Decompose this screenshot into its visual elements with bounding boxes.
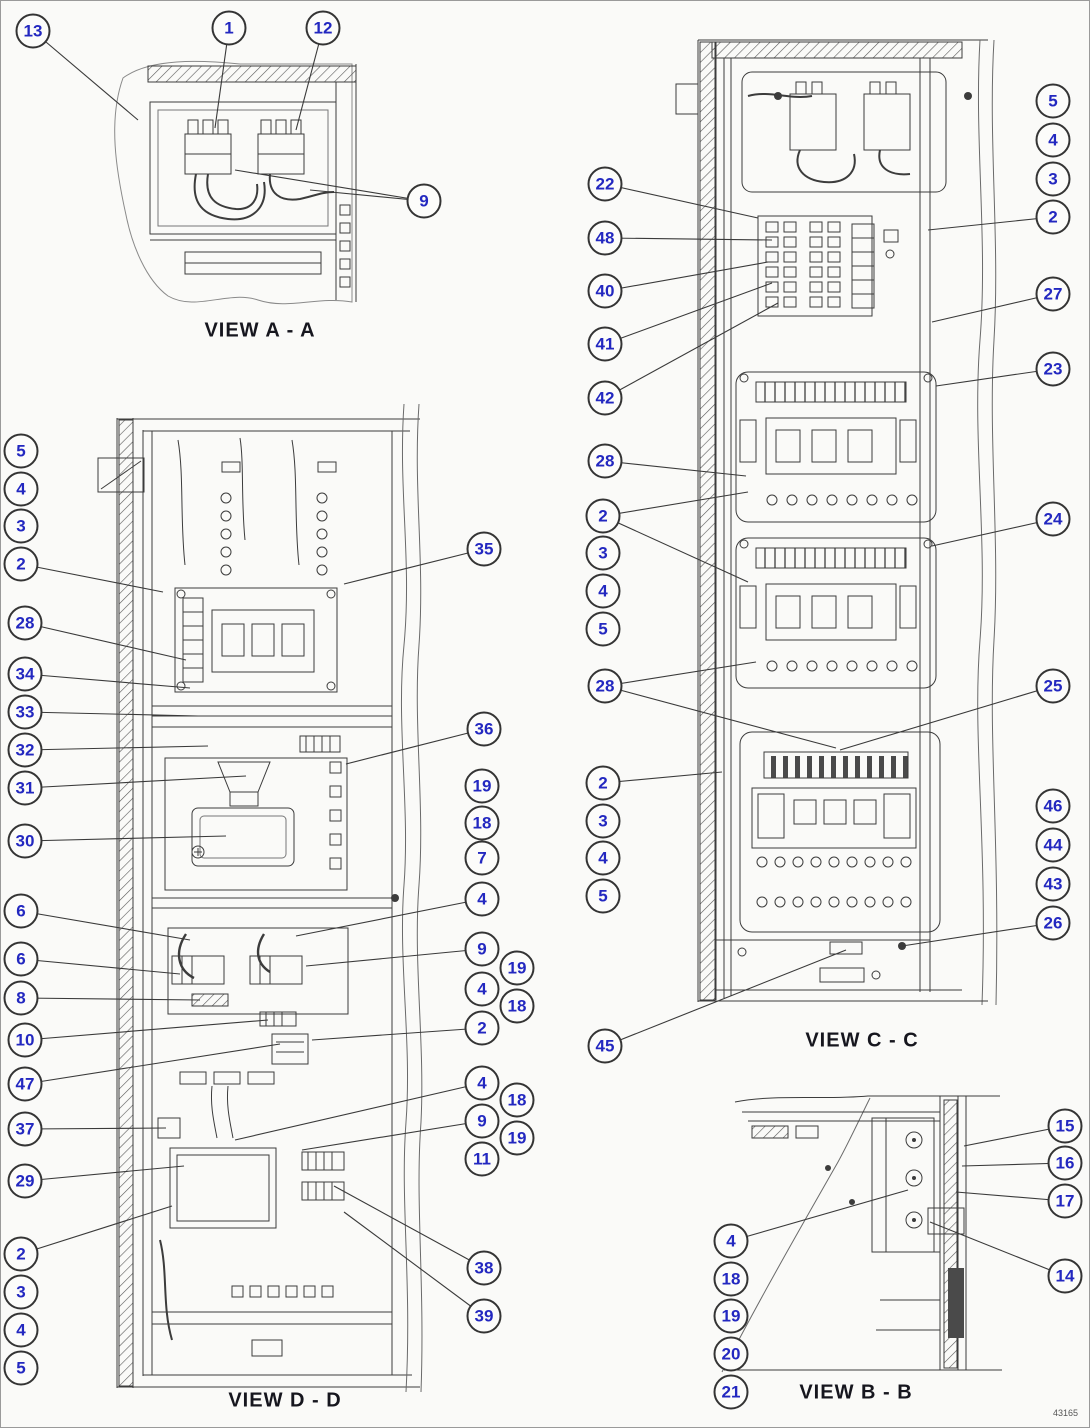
callout-4[interactable]: 4 [464, 971, 500, 1007]
callout-4[interactable]: 4 [713, 1223, 749, 1259]
callout-2[interactable]: 2 [585, 498, 621, 534]
callout-27[interactable]: 27 [1035, 276, 1071, 312]
drawing-number: 43165 [1052, 1408, 1078, 1418]
callout-37[interactable]: 37 [7, 1111, 43, 1147]
callout-19[interactable]: 19 [464, 768, 500, 804]
callout-30[interactable]: 30 [7, 823, 43, 859]
callout-19[interactable]: 19 [499, 1120, 535, 1156]
callout-28[interactable]: 28 [7, 605, 43, 641]
callout-45[interactable]: 45 [587, 1028, 623, 1064]
callout-18[interactable]: 18 [713, 1261, 749, 1297]
callout-28[interactable]: 28 [587, 668, 623, 704]
callout-4[interactable]: 4 [464, 1065, 500, 1101]
callout-5[interactable]: 5 [3, 1350, 39, 1386]
callout-4[interactable]: 4 [3, 471, 39, 507]
callout-13[interactable]: 13 [15, 13, 51, 49]
callout-2[interactable]: 2 [585, 765, 621, 801]
callout-3[interactable]: 3 [1035, 161, 1071, 197]
callout-6[interactable]: 6 [3, 893, 39, 929]
view-c-art [675, 39, 998, 1006]
callout-41[interactable]: 41 [587, 326, 623, 362]
view-b-art [721, 1095, 1002, 1373]
callout-25[interactable]: 25 [1035, 668, 1071, 704]
callout-17[interactable]: 17 [1047, 1183, 1083, 1219]
view-a-art [114, 60, 357, 305]
callout-4[interactable]: 4 [585, 840, 621, 876]
callout-18[interactable]: 18 [499, 988, 535, 1024]
callout-33[interactable]: 33 [7, 694, 43, 730]
callout-5[interactable]: 5 [585, 611, 621, 647]
view-d-art [97, 403, 423, 1393]
callout-18[interactable]: 18 [499, 1082, 535, 1118]
callout-5[interactable]: 5 [585, 878, 621, 914]
callout-40[interactable]: 40 [587, 273, 623, 309]
callout-2[interactable]: 2 [3, 1236, 39, 1272]
callout-9[interactable]: 9 [464, 931, 500, 967]
view-c-label: VIEW C - C [805, 1029, 919, 1052]
callout-44[interactable]: 44 [1035, 827, 1071, 863]
callout-3[interactable]: 3 [585, 535, 621, 571]
callout-9[interactable]: 9 [406, 183, 442, 219]
callout-8[interactable]: 8 [3, 980, 39, 1016]
callout-11[interactable]: 11 [464, 1141, 500, 1177]
callout-14[interactable]: 14 [1047, 1258, 1083, 1294]
callout-35[interactable]: 35 [466, 531, 502, 567]
callout-46[interactable]: 46 [1035, 788, 1071, 824]
callout-2[interactable]: 2 [3, 546, 39, 582]
callout-16[interactable]: 16 [1047, 1145, 1083, 1181]
callout-20[interactable]: 20 [713, 1336, 749, 1372]
callout-28[interactable]: 28 [587, 443, 623, 479]
callout-39[interactable]: 39 [466, 1298, 502, 1334]
callout-2[interactable]: 2 [464, 1010, 500, 1046]
callout-19[interactable]: 19 [499, 950, 535, 986]
callout-2[interactable]: 2 [1035, 199, 1071, 235]
callout-4[interactable]: 4 [464, 881, 500, 917]
callout-32[interactable]: 32 [7, 732, 43, 768]
callout-10[interactable]: 10 [7, 1022, 43, 1058]
view-d-label: VIEW D - D [228, 1389, 342, 1412]
callout-31[interactable]: 31 [7, 770, 43, 806]
callout-26[interactable]: 26 [1035, 905, 1071, 941]
callout-23[interactable]: 23 [1035, 351, 1071, 387]
callout-15[interactable]: 15 [1047, 1108, 1083, 1144]
callout-12[interactable]: 12 [305, 10, 341, 46]
callout-48[interactable]: 48 [587, 220, 623, 256]
callout-21[interactable]: 21 [713, 1374, 749, 1410]
callout-5[interactable]: 5 [1035, 83, 1071, 119]
callout-42[interactable]: 42 [587, 380, 623, 416]
callout-18[interactable]: 18 [464, 805, 500, 841]
callout-7[interactable]: 7 [464, 840, 500, 876]
callout-29[interactable]: 29 [7, 1163, 43, 1199]
callout-6[interactable]: 6 [3, 941, 39, 977]
callout-5[interactable]: 5 [3, 433, 39, 469]
callout-3[interactable]: 3 [3, 508, 39, 544]
callout-22[interactable]: 22 [587, 166, 623, 202]
callout-36[interactable]: 36 [466, 711, 502, 747]
callout-4[interactable]: 4 [3, 1312, 39, 1348]
callout-47[interactable]: 47 [7, 1066, 43, 1102]
callout-38[interactable]: 38 [466, 1250, 502, 1286]
view-a-label: VIEW A - A [204, 319, 316, 342]
callout-34[interactable]: 34 [7, 656, 43, 692]
callout-4[interactable]: 4 [1035, 122, 1071, 158]
callout-43[interactable]: 43 [1035, 866, 1071, 902]
callout-24[interactable]: 24 [1035, 501, 1071, 537]
callout-3[interactable]: 3 [585, 803, 621, 839]
callout-19[interactable]: 19 [713, 1298, 749, 1334]
callout-4[interactable]: 4 [585, 573, 621, 609]
callout-1[interactable]: 1 [211, 10, 247, 46]
callout-9[interactable]: 9 [464, 1103, 500, 1139]
callout-3[interactable]: 3 [3, 1274, 39, 1310]
view-b-label: VIEW B - B [799, 1381, 913, 1404]
